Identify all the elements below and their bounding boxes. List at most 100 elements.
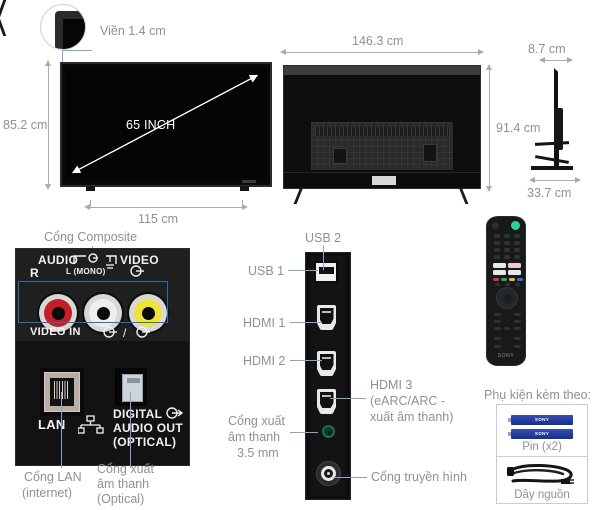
- hdmi-1-port[interactable]: [317, 305, 336, 330]
- remote-key[interactable]: [494, 337, 501, 340]
- front-height-label: 85.2 cm: [3, 118, 48, 132]
- remote-key[interactable]: [504, 327, 510, 330]
- lan-label-line2: (internet): [22, 486, 73, 500]
- tv-back-vent: [315, 127, 449, 136]
- front-width-tick-right: [242, 200, 243, 208]
- hdmi1-label: HDMI 1: [243, 316, 286, 330]
- bezel-leader-horizontal: [62, 50, 92, 52]
- remote-key[interactable]: [514, 248, 520, 252]
- hdmi3-label-line3: xuất âm thanh): [370, 410, 454, 424]
- remote-key[interactable]: [514, 327, 521, 330]
- remote-key[interactable]: [494, 255, 500, 259]
- remote-key[interactable]: [514, 234, 520, 238]
- optical-label-line1: Cổng xuất: [97, 462, 154, 476]
- tv-brand-logo: [242, 180, 256, 183]
- tv-back-io-block-left: [333, 148, 347, 164]
- front-height-arrow-down: [44, 184, 51, 190]
- tv-back-top-strip: [284, 66, 480, 75]
- battery-brand-label: SONY: [534, 417, 550, 422]
- remote-key[interactable]: [514, 337, 521, 340]
- remote-brand-label: SONY: [497, 353, 515, 359]
- silk-lan: LAN: [38, 417, 66, 432]
- silk-audio-bracket-icon: [73, 253, 117, 264]
- remote-key[interactable]: [514, 345, 521, 348]
- back-height-label: 91.4 cm: [496, 121, 541, 135]
- front-width-arrow-right: [242, 203, 248, 210]
- bezel-zoom-callout-icon: [40, 4, 86, 50]
- power-cable-caption: Dây nguồn: [514, 489, 570, 501]
- silk-antenna-icon: [106, 256, 114, 269]
- remote-key[interactable]: [494, 248, 500, 252]
- hdmi1-leader: [290, 322, 322, 324]
- remote-key[interactable]: [514, 313, 521, 316]
- accessories-heading: Phụ kiện kèm theo:: [484, 388, 592, 402]
- back-width-label: 146.3 cm: [352, 34, 404, 48]
- back-height-dimline: [489, 70, 490, 186]
- hdmi3-label-line1: HDMI 3: [370, 378, 413, 392]
- remote-key[interactable]: [504, 248, 510, 252]
- hdmi2-label: HDMI 2: [243, 354, 286, 368]
- svg-text:/: /: [123, 326, 127, 339]
- remote-app-button[interactable]: [508, 263, 521, 268]
- side-depth-arrow-left: [539, 56, 545, 63]
- remote-key[interactable]: [495, 283, 500, 286]
- remote-control[interactable]: SONY: [486, 216, 526, 366]
- remote-key[interactable]: [494, 327, 501, 330]
- remote-app-button[interactable]: [508, 270, 521, 275]
- remote-key[interactable]: [494, 234, 500, 238]
- hdmi-3-port[interactable]: [317, 389, 336, 414]
- battery-brand-label: SONY: [534, 431, 550, 436]
- power-cable-icon: [507, 464, 574, 484]
- composite-ports-highlight-box: [18, 281, 168, 323]
- usb1-leader: [288, 270, 318, 272]
- silk-audio-out: AUDIO OUT: [113, 421, 184, 435]
- remote-key[interactable]: [504, 255, 510, 259]
- remote-key[interactable]: [504, 241, 510, 245]
- back-width-arrow-left: [280, 48, 286, 55]
- stand-depth-arrow-left: [529, 176, 535, 183]
- remote-key[interactable]: [494, 345, 501, 348]
- remote-key[interactable]: [515, 283, 520, 286]
- remote-voice-mic-button[interactable]: [511, 221, 520, 230]
- tv-side-stand-neck: [554, 146, 559, 168]
- side-depth-arrow-right: [567, 56, 573, 63]
- usb-port[interactable]: [314, 261, 338, 283]
- remote-app-button[interactable]: [493, 270, 506, 275]
- tv-back-view: [283, 65, 481, 189]
- remote-app-button[interactable]: [493, 263, 506, 268]
- tv-front-view: [60, 62, 272, 187]
- front-width-tick-left: [90, 200, 91, 208]
- stand-depth-dimline: [535, 180, 575, 181]
- remote-key[interactable]: [494, 313, 501, 316]
- lan-leader: [61, 392, 63, 468]
- remote-power-button[interactable]: [492, 222, 499, 229]
- hdmi-2-port[interactable]: [317, 351, 336, 376]
- remote-key[interactable]: [514, 320, 521, 323]
- rf-label: Cổng truyền hình: [371, 470, 467, 484]
- remote-key[interactable]: [505, 283, 510, 286]
- rca-audio-right-port[interactable]: [39, 294, 77, 332]
- remote-key[interactable]: [494, 320, 501, 323]
- io-strip-inner-face: [310, 256, 346, 496]
- tv-back-leg-right: [458, 187, 468, 204]
- remote-key[interactable]: [494, 241, 500, 245]
- lan-label-line1: Cổng LAN: [24, 470, 82, 484]
- screen-diagonal-arrow: [71, 74, 259, 174]
- remote-key[interactable]: [504, 234, 510, 238]
- rca-audio-left-port[interactable]: [84, 294, 122, 332]
- tv-side-stand-base: [531, 166, 573, 170]
- remote-dpad[interactable]: [496, 287, 518, 309]
- remote-color-key-red[interactable]: [493, 278, 499, 281]
- usb1-label: USB 1: [248, 264, 285, 278]
- tv-front-foot-right: [240, 186, 249, 191]
- remote-color-key-blue[interactable]: [517, 278, 523, 281]
- remote-key[interactable]: [514, 241, 520, 245]
- rf-antenna-tv-port[interactable]: [316, 461, 341, 486]
- headphone-jack-3.5mm-port[interactable]: [322, 425, 335, 438]
- remote-key[interactable]: [514, 255, 520, 259]
- remote-color-key-green[interactable]: [501, 278, 507, 281]
- remote-color-key-yellow[interactable]: [509, 278, 515, 281]
- battery-item: SONY: [508, 415, 573, 425]
- rf-leader: [333, 477, 367, 479]
